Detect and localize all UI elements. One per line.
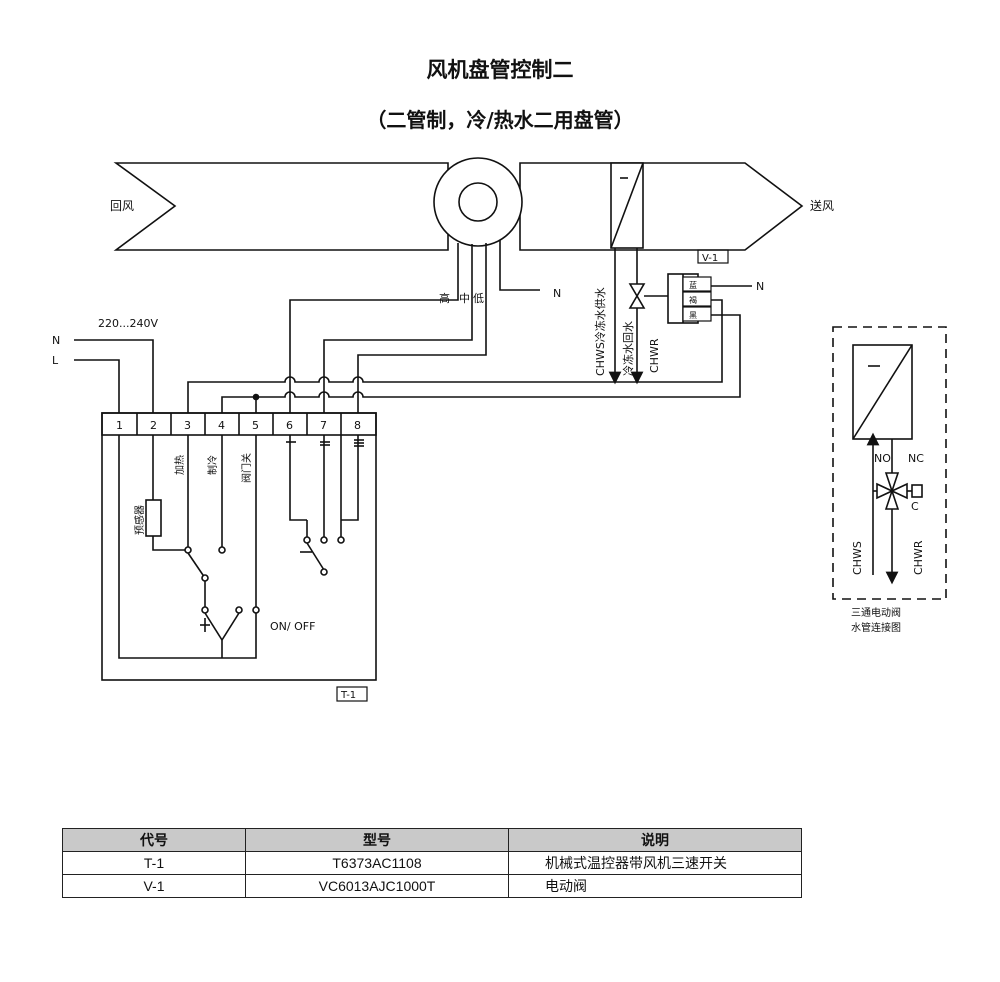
speed-low-label: 低 [473,292,484,305]
table-row: T-1 T6373AC1108 机械式温控器带风机三速开关 [62,851,802,875]
inset-c-label: C [911,500,919,513]
supply-air-duct [519,162,804,251]
wire-valve-3 [187,299,723,413]
voltage-label: 220...240V [98,317,158,330]
inset-chws-label: CHWS [851,541,864,575]
valve-neutral-label: N [756,280,764,293]
speed-high-label: 高 [439,291,450,305]
table-header-row: 代号 型号 说明 [62,828,802,852]
on-off-label: ON/ OFF [270,620,315,633]
return-air-duct [113,162,449,251]
v1-tag-box [697,249,729,264]
table-cell-code: V-1 [62,874,246,898]
table-cell-model: T6373AC1108 [245,851,509,875]
inset-caption-1: 三通电动阀 [851,606,901,619]
valve-close-label: 阀门关 [240,453,253,483]
table-header-code: 代号 [62,828,246,852]
terminal-1: 1 [116,419,123,432]
l-label: L [52,354,59,367]
supply-air-label: 送风 [810,198,834,213]
wire-speed-high [289,243,459,413]
heat-label: 加热 [173,455,186,475]
return-air-label: 回风 [110,199,134,213]
t1-tag-label: T-1 [340,690,356,701]
diagram-title: 风机盘管控制二 [426,58,574,82]
wire-speed-low [357,243,487,413]
inset-frame [832,326,947,600]
t1-tag-box [336,686,368,702]
wire-brown-label: 褐 [689,295,697,305]
table-cell-desc: 机械式温控器带风机三速开关 [508,851,802,875]
terminal-2: 2 [150,419,157,432]
terminal-4: 4 [218,419,225,432]
terminal-6: 6 [286,419,293,432]
sensor-element [145,499,162,537]
inset-three-way-valve [876,472,908,510]
chws-supply-label: CHWS冷冻水供水 [593,287,607,376]
speed-mid-label: 中 [459,292,470,305]
wire-valve-5 [221,314,741,413]
wire-black-label: 黑 [689,311,697,320]
terminal-8: 8 [354,419,361,432]
fan-impeller [458,182,498,222]
n-label: N [52,334,60,347]
table-row: V-1 VC6013AJC1000T 电动阀 [62,874,802,898]
inset-nc-label: NC [908,452,924,465]
terminal-7: 7 [320,419,327,432]
component-table: 代号 型号 说明 T-1 T6373AC1108 机械式温控器带风机三速开关 V… [62,828,802,898]
cool-label: 制冷 [206,455,219,475]
table-cell-model: VC6013AJC1000T [245,874,509,898]
wire-n [74,339,154,413]
table-cell-code: T-1 [62,851,246,875]
inset-caption-2: 水管连接图 [851,621,901,634]
terminal-5: 5 [252,419,259,432]
internal-wire-1 [118,435,257,659]
inset-chwr-label: CHWR [912,540,925,575]
wire-blue-label: 蓝 [689,280,697,290]
controller-box [101,412,377,681]
wire-l [74,359,120,413]
fan-neutral-label: N [553,287,561,300]
table-cell-desc: 电动阀 [508,874,802,898]
diagram-subtitle: （二管制，冷/热水二用盘管） [366,108,634,132]
terminal-3: 3 [184,419,191,432]
sensor-label: 预感器 [133,505,146,535]
v1-tag-label: V-1 [702,253,718,264]
wiring-diagram: 回风 送风 220...240V N L N N 高 中 低 V-1 T-1 蓝… [52,157,947,702]
inset-no-label: NO [874,452,891,465]
table-header-model: 型号 [245,828,509,852]
two-way-valve [628,283,646,309]
wire-speed-mid [323,244,473,413]
chwr-label: CHWR [648,338,661,373]
table-header-desc: 说明 [508,828,802,852]
wire-fan-neutral [499,240,540,291]
chwr-return-label: 冷冻水回水 [621,321,635,376]
fan-housing [433,157,523,247]
